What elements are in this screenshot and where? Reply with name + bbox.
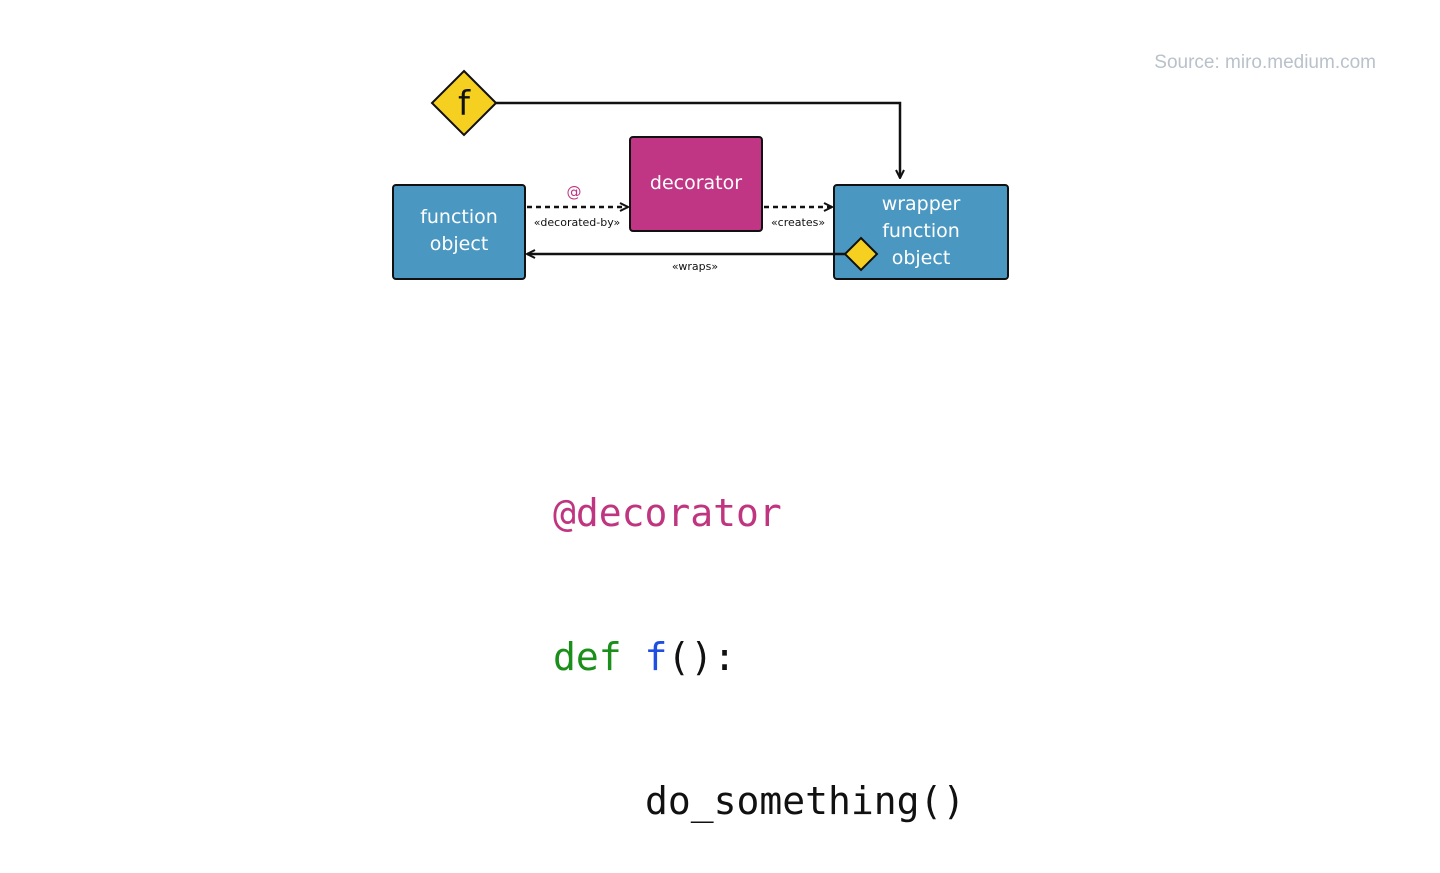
- wrapper-label-line-3: object: [892, 247, 951, 269]
- decorator-label: decorator: [650, 172, 742, 194]
- f-diamond: f: [430, 69, 498, 137]
- wrapper-label-line-2: function: [882, 220, 960, 242]
- wrapper-label-line-1: wrapper: [882, 193, 961, 215]
- function-object-box: function object: [392, 184, 526, 280]
- function-object-label-line-1: function: [420, 206, 498, 228]
- f-diamond-label: f: [458, 84, 471, 124]
- at-sign-label: @: [567, 183, 582, 201]
- wraps-label: «wraps»: [672, 260, 718, 273]
- code-decorator-line: @decorator: [553, 491, 782, 535]
- wrapper-diamond: [843, 236, 879, 272]
- code-body: do_something(): [645, 779, 966, 823]
- code-function-signature: ():: [667, 635, 737, 679]
- source-caption: Source: miro.medium.com: [1154, 52, 1376, 73]
- code-body-line: do_something(): [553, 777, 965, 825]
- creates-label: «creates»: [771, 216, 825, 229]
- decorator-box: decorator: [629, 136, 763, 232]
- code-function-name: f: [644, 635, 668, 679]
- function-object-label-line-2: object: [430, 233, 489, 255]
- decorated-by-label: «decorated-by»: [534, 216, 621, 229]
- code-def-line: def f():: [553, 633, 965, 681]
- wrapper-function-object-box: wrapper function object: [833, 184, 1009, 280]
- decorator-diagram: f function object decorator wrapper func…: [392, 69, 1009, 280]
- f-to-wrapper-connector: [496, 101, 900, 178]
- code-snippet: @decorator def f(): do_something(): [553, 393, 965, 873]
- code-def-keyword: def: [553, 635, 622, 679]
